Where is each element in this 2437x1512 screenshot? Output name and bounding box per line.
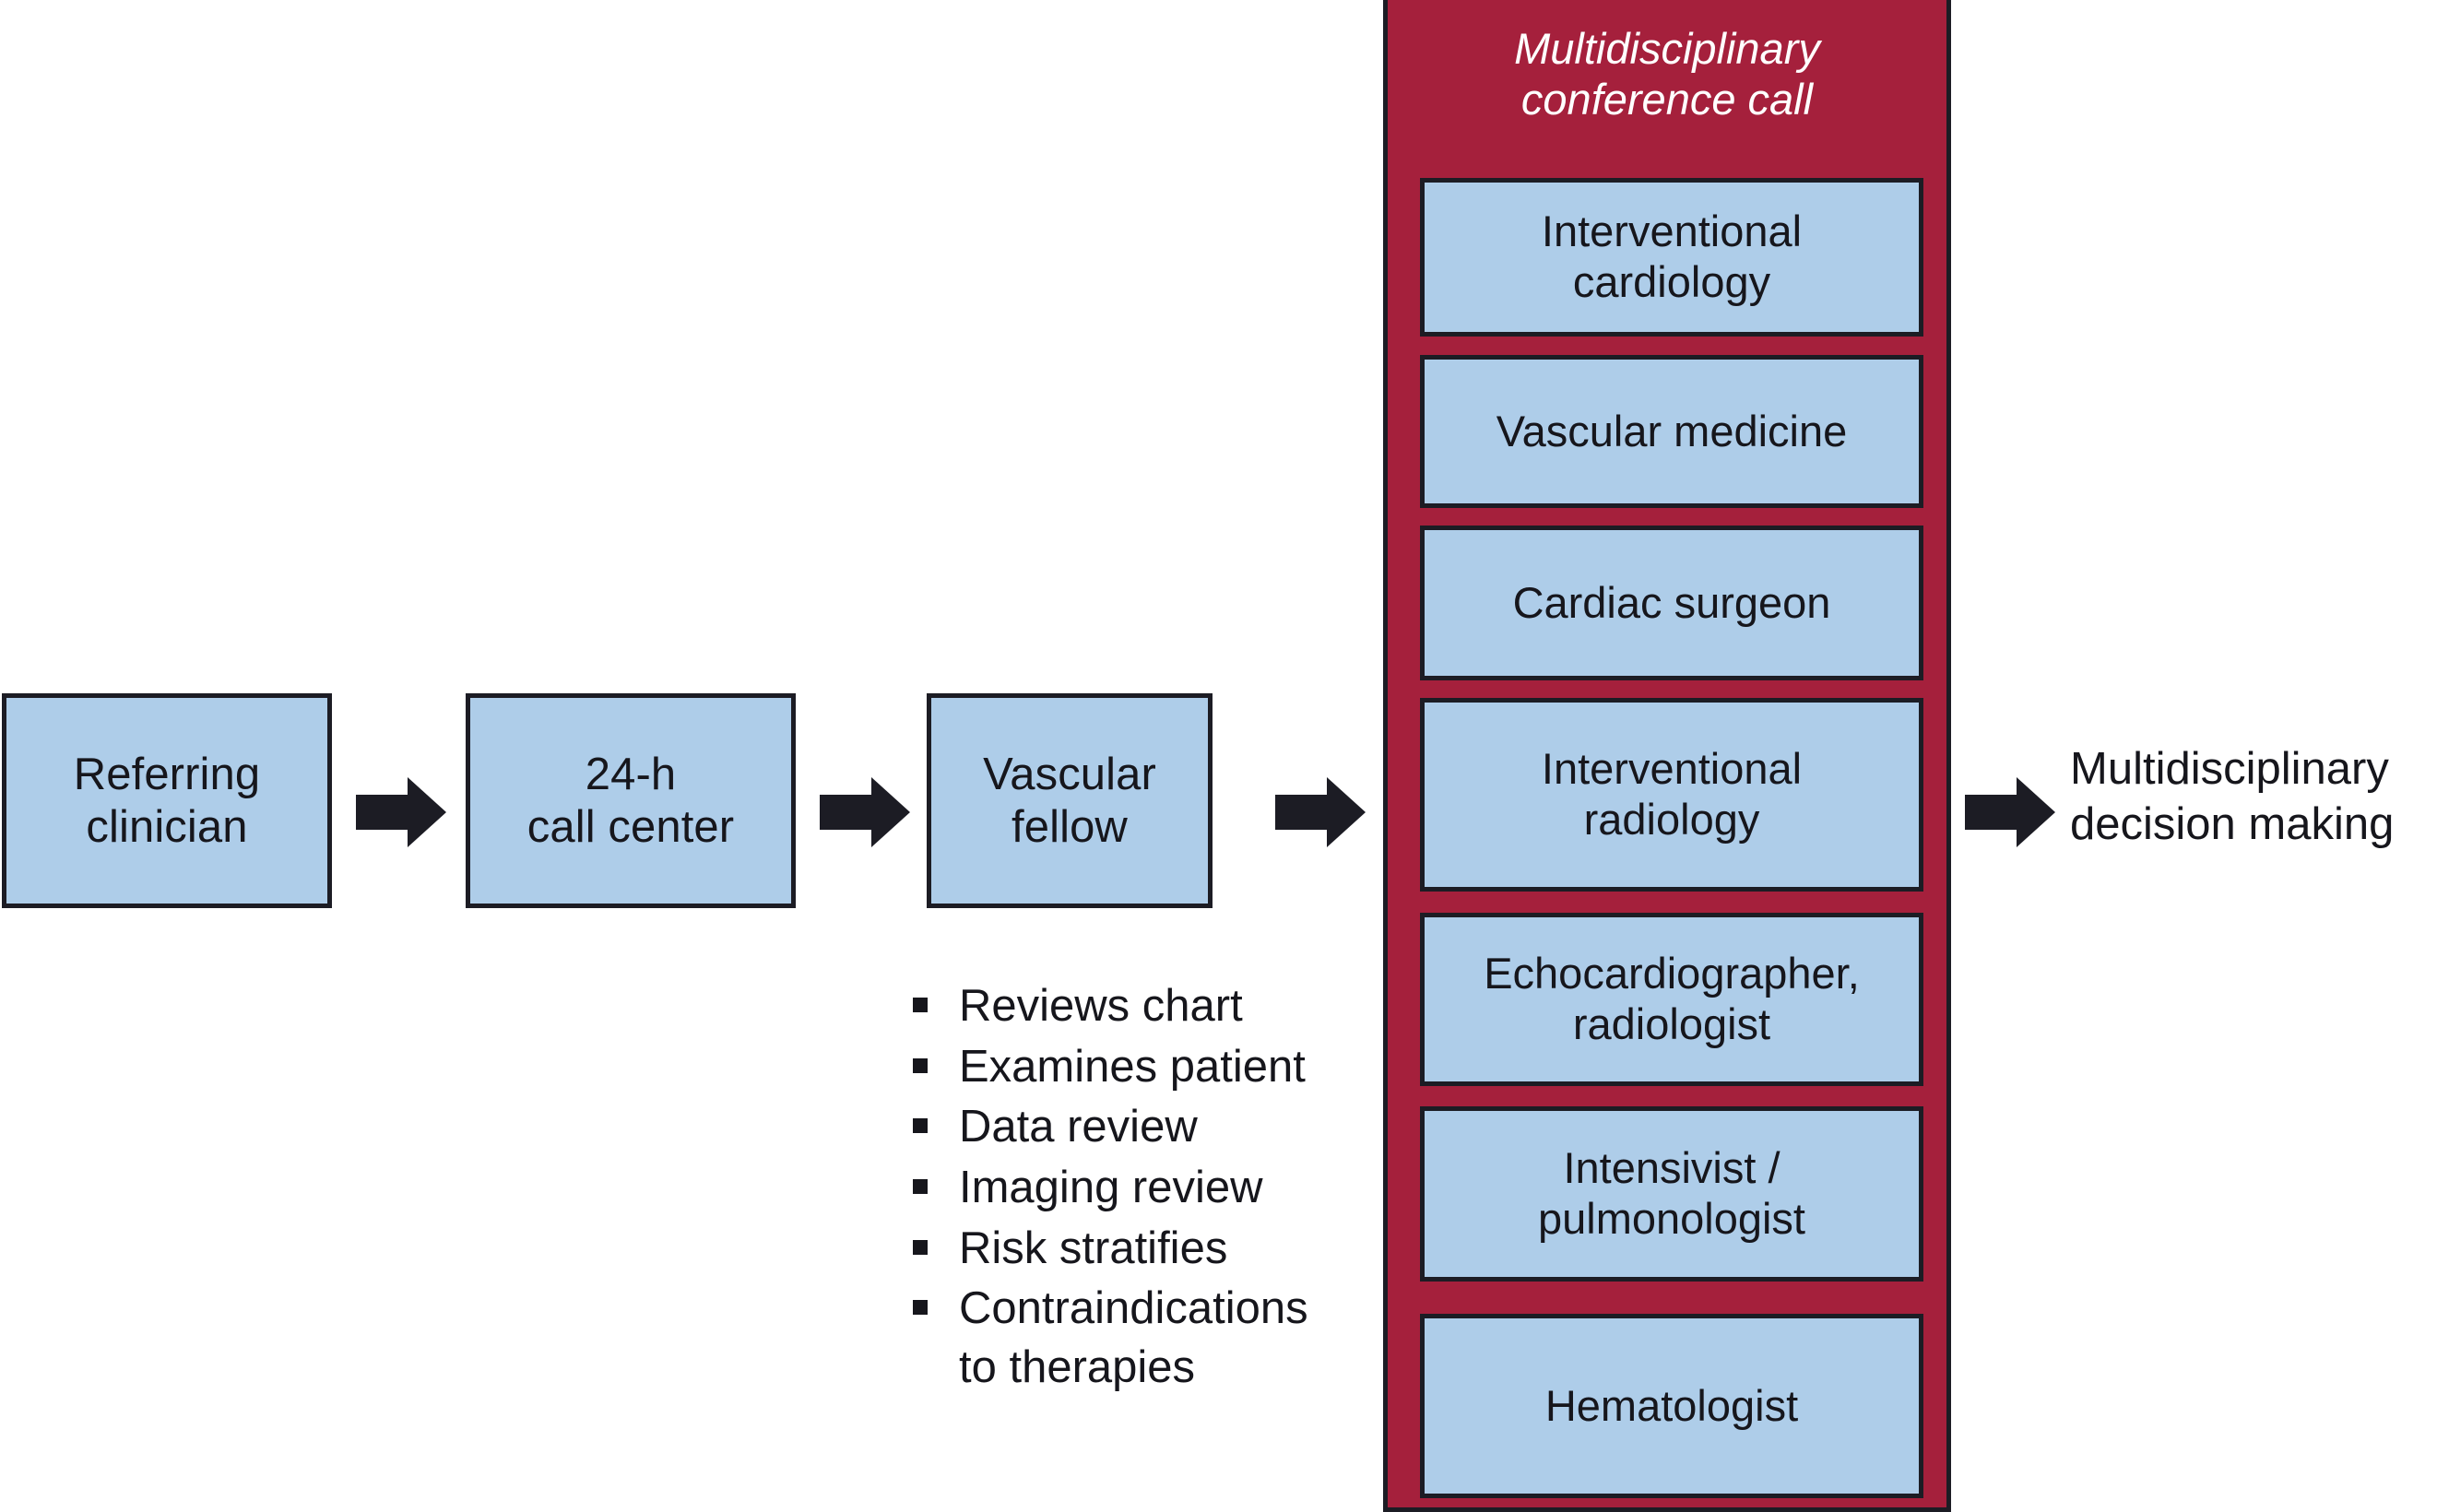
stage-label-call-center: 24-h call center xyxy=(526,749,735,852)
multidisciplinary-conference-panel: Multidisciplinary conference call Interv… xyxy=(1383,0,1951,1512)
task-label: Risk stratifies xyxy=(959,1223,1228,1273)
block-arrow-right-icon-4 xyxy=(1965,777,2055,847)
conference-member-label: Vascular medicine xyxy=(1496,406,1848,455)
stage-box-call-center[interactable]: 24-h call center xyxy=(466,693,796,908)
vascular-fellow-task-list: Reviews chart Examines patient Data revi… xyxy=(913,977,1392,1400)
conference-panel-title: Multidisciplinary conference call xyxy=(1514,24,1820,124)
conference-member-label: Interventional cardiology xyxy=(1541,207,1803,306)
conference-member-box-interventional-radiology[interactable]: Interventional radiology xyxy=(1420,698,1923,892)
square-bullet-icon xyxy=(913,1239,928,1255)
stage-box-vascular-fellow[interactable]: Vascular fellow xyxy=(927,693,1213,908)
list-item: Data review xyxy=(913,1098,1392,1157)
stage-box-referring-clinician[interactable]: Referring clinician xyxy=(2,693,332,908)
square-bullet-icon xyxy=(913,1057,928,1073)
list-item: Reviews chart xyxy=(913,977,1392,1036)
conference-member-label: Intensivist / pulmonologist xyxy=(1537,1143,1805,1243)
conference-member-box-cardiac-surgeon[interactable]: Cardiac surgeon xyxy=(1420,526,1923,680)
task-label: Reviews chart xyxy=(959,981,1243,1031)
task-label: Imaging review xyxy=(959,1163,1263,1213)
stage-label-vascular-fellow: Vascular fellow xyxy=(983,749,1156,852)
list-item: Imaging review xyxy=(913,1159,1392,1218)
conference-member-box-echocardiographer-radiologist[interactable]: Echocardiographer, radiologist xyxy=(1420,913,1923,1086)
square-bullet-icon xyxy=(913,998,928,1012)
conference-member-label: Hematologist xyxy=(1544,1380,1799,1430)
square-bullet-icon xyxy=(913,1118,928,1134)
conference-member-box-interventional-cardiology[interactable]: Interventional cardiology xyxy=(1420,178,1923,337)
conference-member-label: Interventional radiology xyxy=(1541,744,1803,844)
stage-label-referring-clinician: Referring clinician xyxy=(73,749,261,852)
list-item: Risk stratifies xyxy=(913,1220,1392,1279)
conference-member-box-vascular-medicine[interactable]: Vascular medicine xyxy=(1420,355,1923,508)
square-bullet-icon xyxy=(913,1179,928,1195)
block-arrow-right-icon-2 xyxy=(820,777,910,847)
square-bullet-icon xyxy=(913,1300,928,1316)
list-item: Examines patient xyxy=(913,1038,1392,1097)
decision-outcome-label: Multidisciplinary decision making xyxy=(2070,744,2395,849)
list-item: Contraindications to therapies xyxy=(913,1280,1392,1397)
block-arrow-right-icon-3 xyxy=(1275,777,1366,847)
conference-member-label: Cardiac surgeon xyxy=(1512,577,1831,627)
conference-member-box-hematologist[interactable]: Hematologist xyxy=(1420,1314,1923,1498)
task-label: Contraindications to therapies xyxy=(959,1283,1308,1393)
task-label: Data review xyxy=(959,1102,1198,1152)
block-arrow-right-icon-1 xyxy=(356,777,446,847)
task-label: Examines patient xyxy=(959,1041,1306,1092)
conference-member-box-intensivist-pulmonologist[interactable]: Intensivist / pulmonologist xyxy=(1420,1106,1923,1282)
conference-member-label: Echocardiographer, radiologist xyxy=(1484,949,1860,1048)
